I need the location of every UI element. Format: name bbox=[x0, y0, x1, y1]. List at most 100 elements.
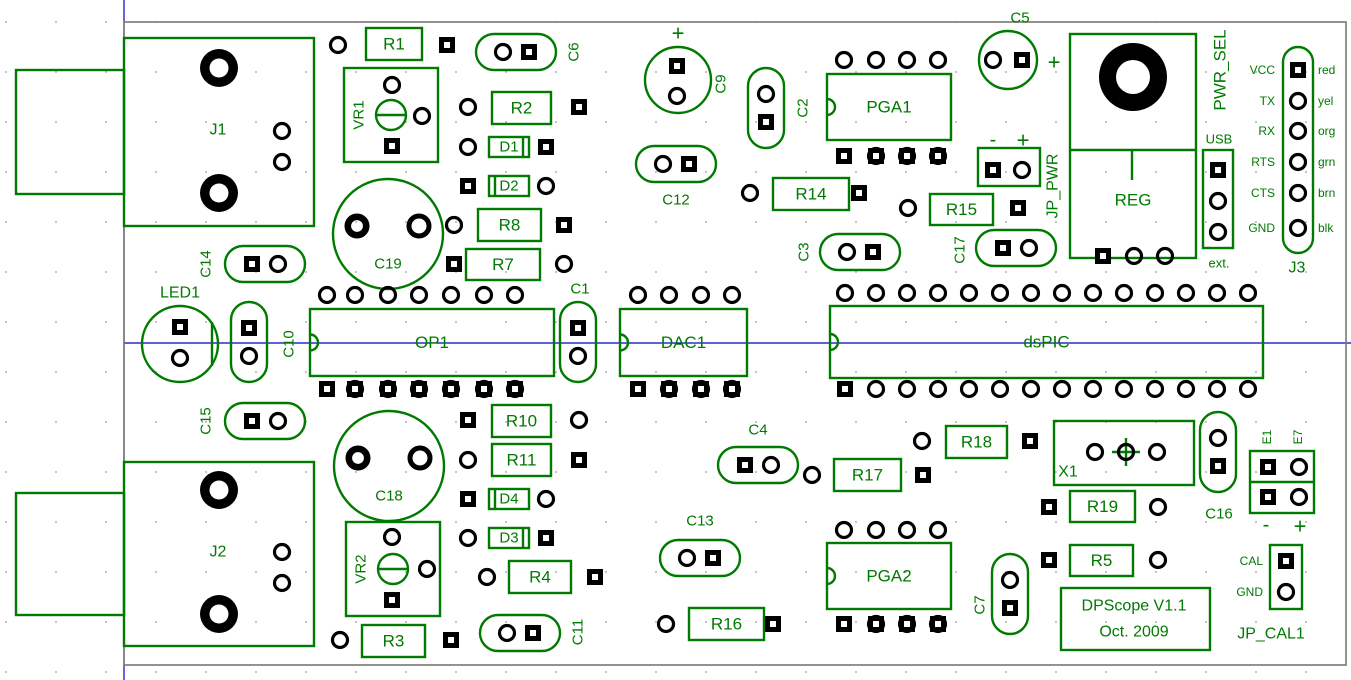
grid-dot bbox=[655, 471, 657, 473]
label-r16: R16 bbox=[711, 615, 742, 634]
grid-dot bbox=[955, 321, 957, 323]
grid-dot bbox=[705, 421, 707, 423]
ic-dac1 bbox=[618, 307, 749, 378]
grid-dot bbox=[805, 171, 807, 173]
grid-dot bbox=[105, 621, 107, 623]
label-c9: C9 bbox=[713, 74, 730, 93]
grid-dot bbox=[955, 421, 957, 423]
grid-dot bbox=[955, 121, 957, 123]
grid-dot bbox=[305, 621, 307, 623]
grid-dot bbox=[55, 21, 57, 23]
grid-dot bbox=[655, 121, 657, 123]
label-vr1: VR1 bbox=[351, 100, 368, 129]
grid-dot bbox=[5, 71, 7, 73]
grid-dot bbox=[755, 671, 757, 673]
grid-dot bbox=[505, 471, 507, 473]
round-pad bbox=[866, 283, 886, 303]
capacitor-c3 bbox=[818, 232, 902, 272]
round-pad bbox=[328, 35, 348, 55]
grid-dot bbox=[55, 421, 57, 423]
grid-dot bbox=[1305, 571, 1307, 573]
label-c15: C15 bbox=[198, 407, 215, 435]
resistor-r3 bbox=[360, 623, 427, 659]
grid-dot bbox=[205, 221, 207, 223]
grid-dot bbox=[905, 171, 907, 173]
round-pad bbox=[959, 283, 979, 303]
grid-dot bbox=[1055, 471, 1057, 473]
round-pad bbox=[1148, 550, 1168, 570]
round-pad bbox=[990, 283, 1010, 303]
round-pad bbox=[834, 520, 854, 540]
grid-dot bbox=[805, 621, 807, 623]
round-pad bbox=[1083, 379, 1103, 399]
pad-hole bbox=[451, 261, 457, 267]
grid-dot bbox=[905, 221, 907, 223]
grid-dot bbox=[105, 121, 107, 123]
label-r5: R5 bbox=[1091, 551, 1113, 570]
grid-dot bbox=[205, 521, 207, 523]
grid-dot bbox=[1155, 321, 1157, 323]
pad-hole bbox=[674, 63, 680, 69]
grid-dot bbox=[5, 521, 7, 523]
label-usb: USB bbox=[1206, 132, 1233, 147]
round-pad bbox=[1114, 283, 1134, 303]
round-pad bbox=[1052, 379, 1072, 399]
pad-hole bbox=[904, 153, 910, 159]
grid-dot bbox=[1005, 321, 1007, 323]
label-j2: J2 bbox=[210, 544, 227, 561]
round-pad bbox=[837, 242, 857, 262]
grid-dot bbox=[1255, 421, 1257, 423]
grid-dot bbox=[655, 221, 657, 223]
pwr-sel-header bbox=[1201, 148, 1235, 250]
grid-dot bbox=[1155, 221, 1157, 223]
label-jp-cal1: JP_CAL1 bbox=[1237, 626, 1305, 643]
round-pad bbox=[1207, 283, 1227, 303]
pad-hole bbox=[698, 386, 704, 392]
round-pad bbox=[378, 285, 398, 305]
grid-dot bbox=[755, 571, 757, 573]
round-pad bbox=[1238, 379, 1258, 399]
round-pad bbox=[1116, 442, 1136, 462]
pad-hole bbox=[246, 325, 252, 331]
grid-dot bbox=[5, 421, 7, 423]
grid-dot bbox=[305, 121, 307, 123]
grid-dot bbox=[255, 621, 257, 623]
grid-dot bbox=[155, 621, 157, 623]
grid-dot bbox=[755, 471, 757, 473]
grid-dot bbox=[1105, 171, 1107, 173]
grid-dot bbox=[1255, 271, 1257, 273]
pad-hole bbox=[448, 637, 454, 643]
grid-dot bbox=[455, 371, 457, 373]
regulator-body bbox=[1068, 32, 1198, 260]
grid-dot bbox=[705, 221, 707, 223]
label-pwr-sel: PWR_SEL bbox=[1211, 29, 1230, 110]
label-c10: C10 bbox=[281, 330, 298, 358]
grid-dot bbox=[1155, 521, 1157, 523]
grid-dot bbox=[1005, 121, 1007, 123]
grid-dot bbox=[605, 671, 607, 673]
grid-dot bbox=[855, 671, 857, 673]
grid-dot bbox=[505, 571, 507, 573]
pad-hole bbox=[324, 386, 330, 392]
pad-hole bbox=[526, 49, 532, 55]
grid-dot bbox=[805, 521, 807, 523]
grid-dot bbox=[505, 271, 507, 273]
round-pad bbox=[505, 285, 525, 305]
grid-dot bbox=[5, 271, 7, 273]
round-pad bbox=[345, 285, 365, 305]
label-c16: C16 bbox=[1205, 506, 1233, 523]
round-pad bbox=[667, 86, 687, 106]
grid-dot bbox=[1155, 471, 1157, 473]
grid-dot bbox=[455, 421, 457, 423]
round-pad bbox=[1289, 487, 1309, 507]
big-pad bbox=[407, 445, 433, 471]
grid-dot bbox=[155, 521, 157, 523]
label-r14: R14 bbox=[795, 185, 826, 204]
grid-dot bbox=[955, 171, 957, 173]
round-pad bbox=[536, 489, 556, 509]
ic-dspic bbox=[828, 304, 1265, 380]
grid-dot bbox=[305, 571, 307, 573]
resistor-r4 bbox=[507, 559, 573, 595]
grid-dot bbox=[305, 171, 307, 173]
grid-dot bbox=[405, 621, 407, 623]
